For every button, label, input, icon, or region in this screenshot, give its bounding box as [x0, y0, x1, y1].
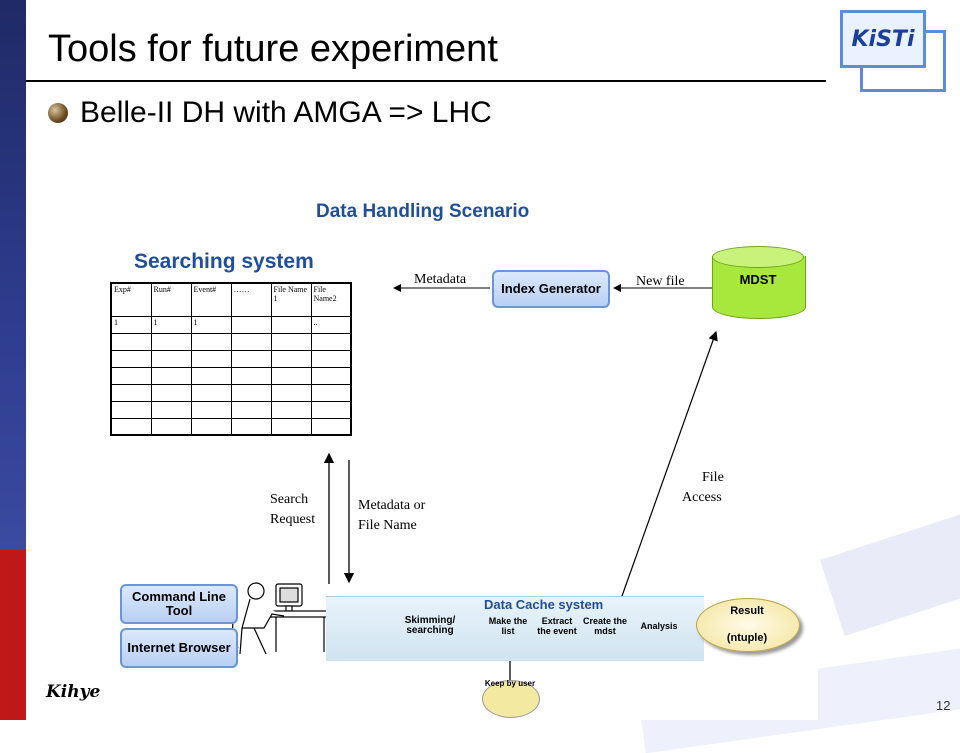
table-cell: [310, 383, 352, 402]
table-cell: [310, 349, 352, 368]
table-cell: [270, 332, 312, 351]
table-header-cell: Run#: [150, 282, 192, 317]
table-cell: [310, 417, 352, 436]
table-cell: [230, 315, 272, 334]
table-cell: [190, 366, 232, 385]
result-ellipse: [696, 598, 800, 652]
table-cell: [310, 366, 352, 385]
table-cell: [270, 383, 312, 402]
table-cell: [230, 332, 272, 351]
metadata-or-label: Metadata or: [358, 498, 426, 513]
result-label: Result: [730, 605, 764, 617]
title-divider: [26, 80, 826, 82]
table-cell: [190, 383, 232, 402]
data-cache-band: [326, 596, 704, 661]
table-cell: [150, 400, 192, 419]
table-cell: [190, 417, 232, 436]
bullet-point: Belle-II DH with AMGA => LHC: [80, 96, 492, 129]
table-cell: [110, 332, 152, 351]
table-cell: [150, 349, 192, 368]
left-sidebar-bar: [0, 0, 26, 550]
table-cell: 1: [150, 315, 192, 334]
table-cell: [270, 349, 312, 368]
table-cell: [190, 400, 232, 419]
step-extract-label: Extract the event: [537, 616, 577, 636]
table-cell: [270, 417, 312, 436]
table-cell: [150, 366, 192, 385]
logo-frame-front: KiSTi: [840, 10, 926, 68]
table-cell: [190, 349, 232, 368]
bullet-icon: [48, 103, 68, 123]
table-row: [110, 417, 352, 436]
table-row: [110, 332, 352, 351]
kisti-logo: KiSTi: [838, 8, 946, 92]
decorative-swoosh: [820, 498, 960, 637]
page-number: 12: [936, 698, 951, 713]
table-row: [110, 366, 352, 385]
table-header-cell: Exp#: [110, 282, 152, 317]
step-skimming-label: Skimming/ searching: [404, 615, 456, 636]
command-line-tool-box: Command Line Tool: [120, 584, 238, 624]
table-row: [110, 383, 352, 402]
table-cell: [310, 400, 352, 419]
file-access-arrow: [614, 330, 718, 606]
mdst-label: MDST: [739, 272, 777, 287]
result-sub-label: (ntuple): [726, 632, 768, 644]
table-header-cell: ……: [230, 282, 272, 317]
table-header-cell: File Name2: [310, 282, 352, 317]
slide-title: Tools for future experiment: [48, 28, 498, 70]
table-cell: 1: [190, 315, 232, 334]
left-sidebar-accent: [0, 550, 26, 720]
table-row: [110, 349, 352, 368]
data-cache-title: Data Cache system: [484, 597, 604, 612]
file-access-label: File: [702, 470, 724, 485]
step-create-label: Create the mdst: [582, 616, 627, 636]
search-request-label-2: Request: [270, 512, 316, 527]
table-row: [110, 400, 352, 419]
author-footer: Kihye: [46, 682, 101, 702]
table-cell: [270, 400, 312, 419]
table-cell: [110, 400, 152, 419]
table-cell: [230, 366, 272, 385]
table-cell: [110, 349, 152, 368]
table-cell: [270, 366, 312, 385]
table-cell: [230, 417, 272, 436]
user-at-computer-icon: [231, 582, 331, 665]
table-cell: [230, 349, 272, 368]
mdst-cylinder-top: [712, 246, 804, 268]
table-cell: ..: [310, 315, 352, 334]
table-cell: [150, 332, 192, 351]
new-file-label: New file: [636, 274, 685, 289]
step-make-list-label: Make the list: [488, 616, 528, 636]
table-cell: [110, 366, 152, 385]
table-cell: [230, 383, 272, 402]
table-cell: [150, 383, 192, 402]
search-request-label: Search: [270, 492, 309, 507]
logo-text: KiSTi: [851, 26, 915, 52]
table-cell: [190, 332, 232, 351]
table-cell: [310, 332, 352, 351]
table-cell: [270, 315, 312, 334]
file-access-label-2: Access: [682, 490, 722, 505]
keep-by-user-label: Keep by user: [484, 679, 536, 688]
data-handling-diagram: Data Handling Scenario Searching system …: [104, 186, 818, 720]
table-header-cell: Event#: [190, 282, 232, 317]
table-cell: [150, 417, 192, 436]
index-generator-box: Index Generator: [492, 270, 610, 308]
diagram-title: Data Handling Scenario: [316, 201, 530, 222]
table-cell: 1: [110, 315, 152, 334]
table-header-cell: File Name 1: [270, 282, 312, 317]
table-cell: [230, 400, 272, 419]
step-analysis-label: Analysis: [640, 621, 678, 631]
internet-browser-box: Internet Browser: [120, 628, 238, 668]
keep-by-user-ellipse: [482, 680, 540, 718]
metadata-label: Metadata: [414, 272, 467, 287]
metadata-or-label-2: File Name: [358, 518, 417, 533]
searching-system-title: Searching system: [134, 250, 314, 273]
table-cell: [110, 383, 152, 402]
table-cell: [110, 417, 152, 436]
